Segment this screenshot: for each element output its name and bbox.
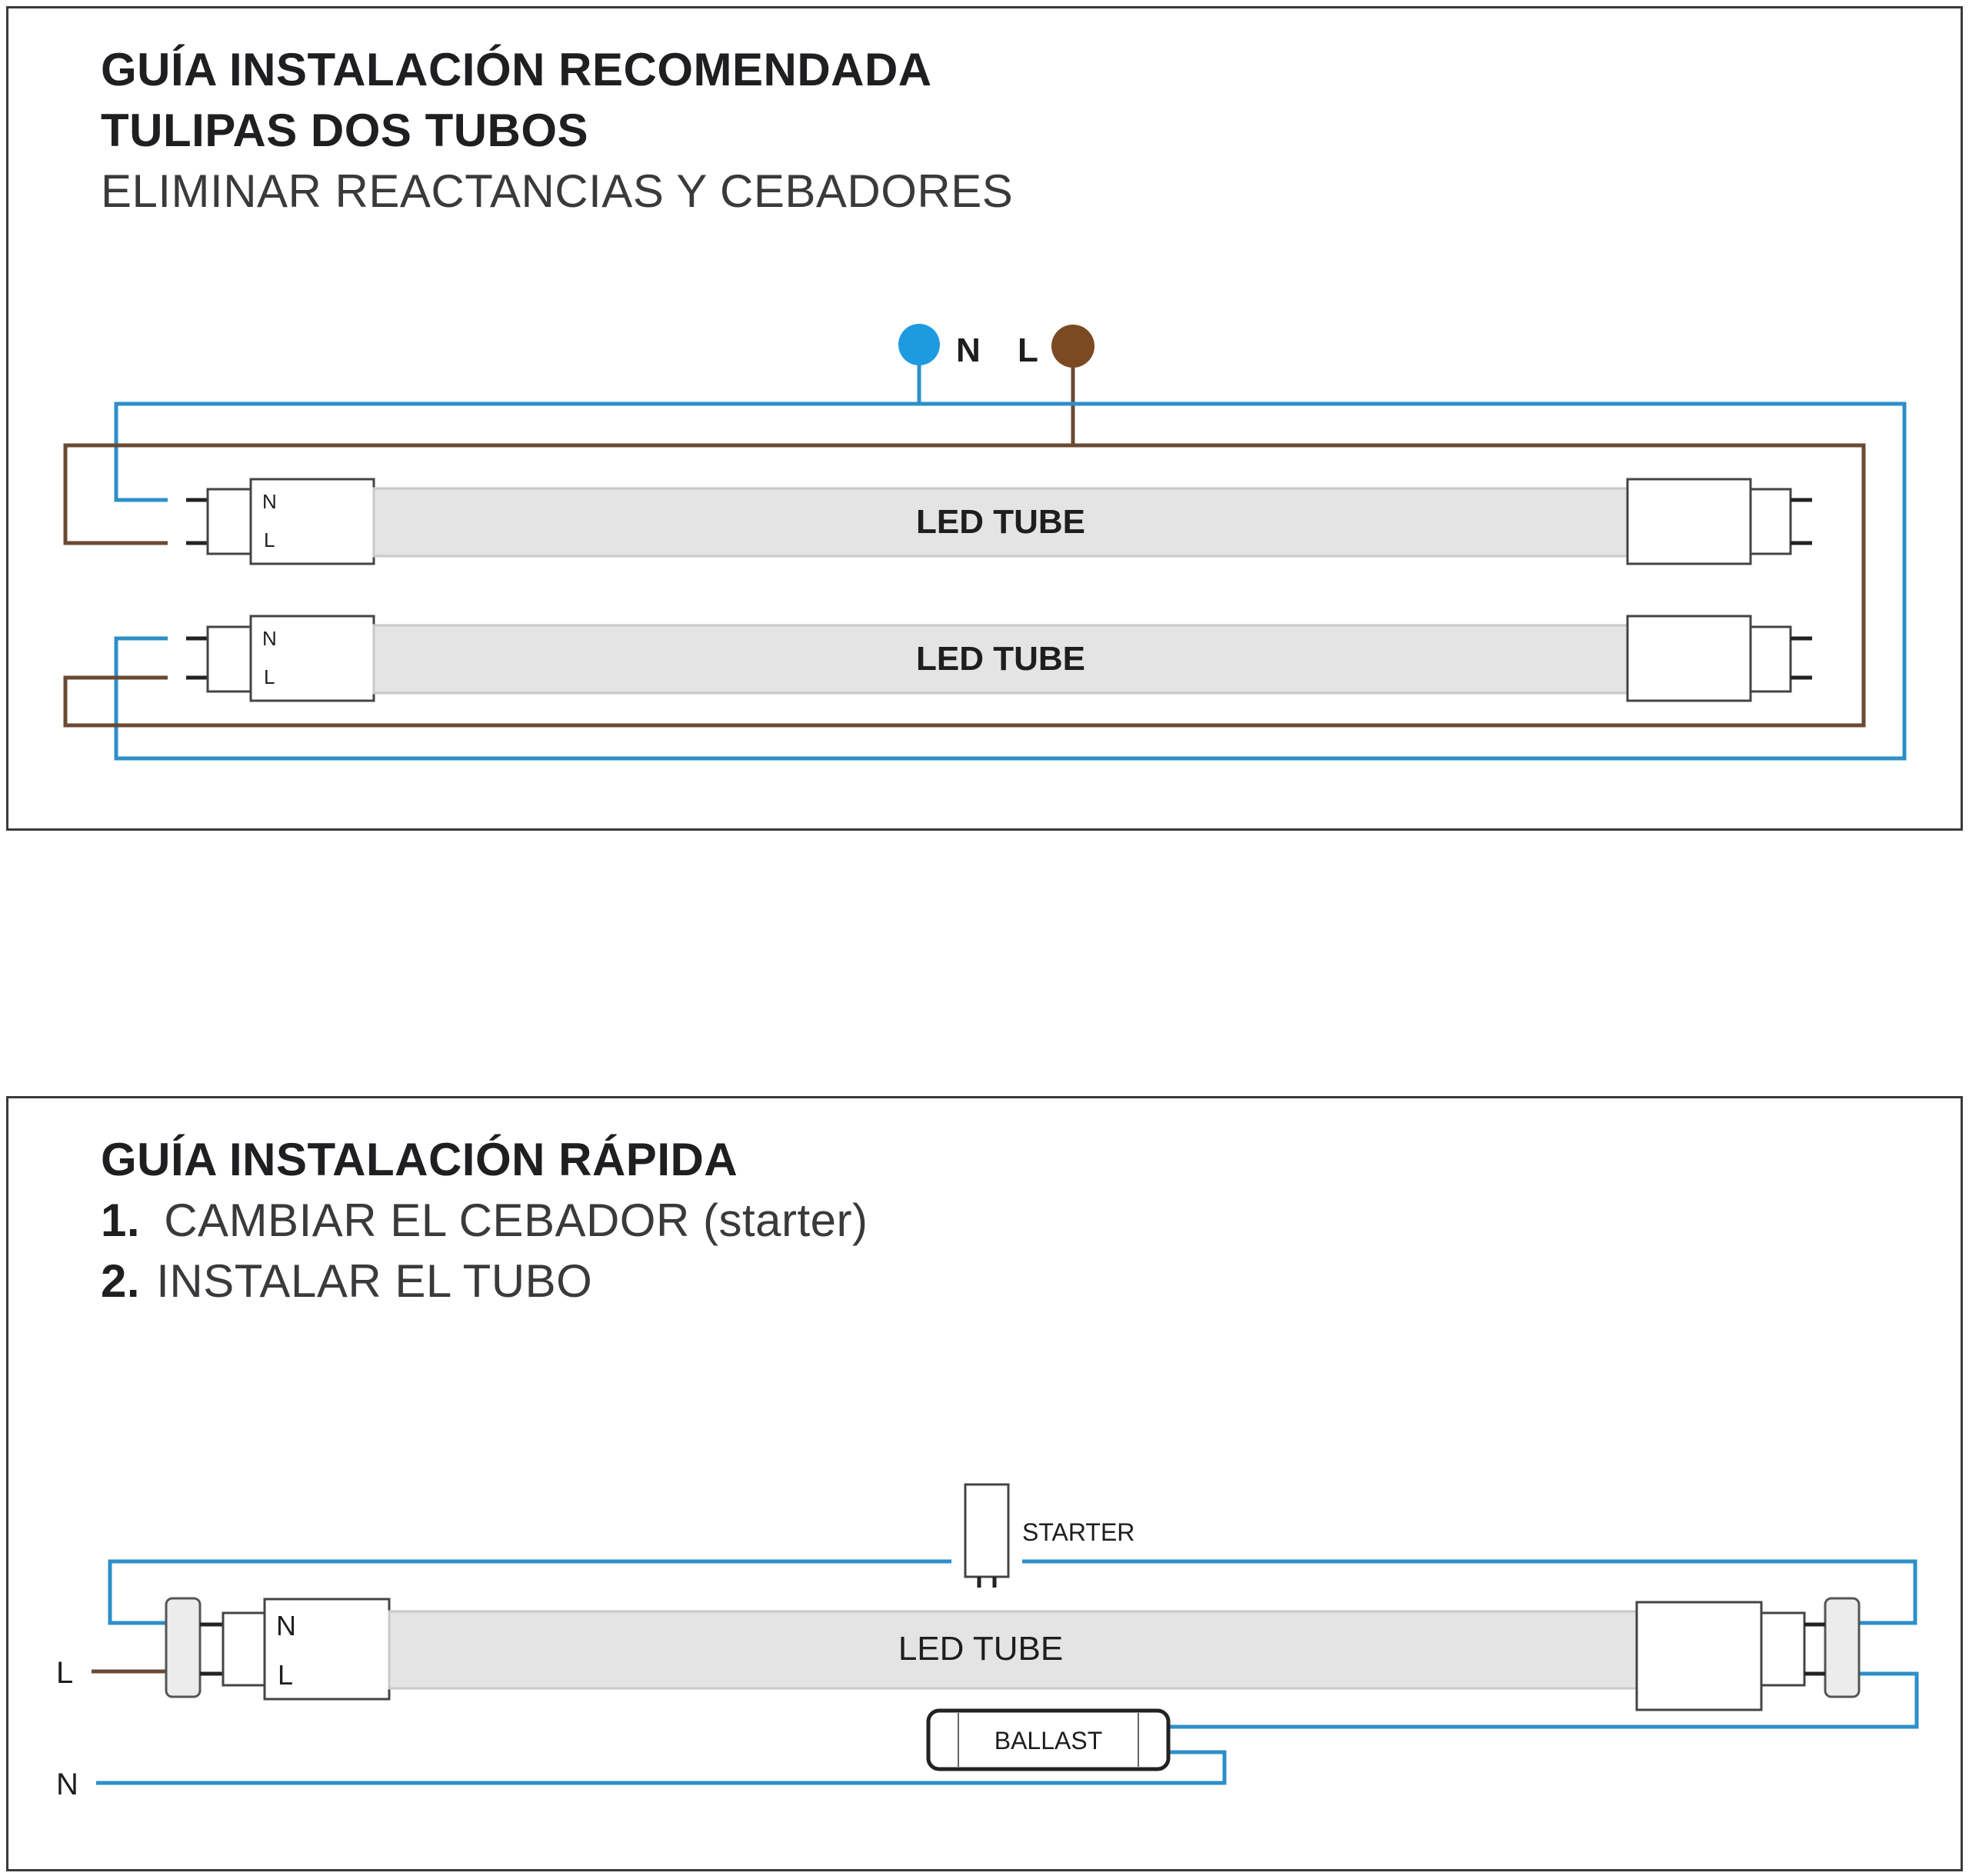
neutral-terminal-label: N — [956, 332, 981, 369]
recommended-title-line1: GUÍA INSTALACIÓN RECOMENDADA — [101, 44, 932, 95]
ballast-to-tube-wire — [1168, 1671, 1919, 1729]
single-tube-wiring-diagram: STARTER L N N L LED TUBE — [56, 1483, 1919, 1801]
tube1-right-pin-block — [1749, 488, 1792, 555]
line-l-label: L — [56, 1656, 73, 1690]
recommended-installation-panel: GUÍA INSTALACIÓN RECOMENDADA TULIPAS DOS… — [6, 6, 1963, 831]
starter: STARTER — [964, 1483, 1134, 1588]
starter-body — [964, 1483, 1010, 1578]
recommended-subtitle: ELIMINAR REACTANCIAS Y CEBADORES — [101, 165, 1014, 217]
tube2-body — [372, 624, 1629, 695]
left-lamp-holder — [165, 1597, 202, 1698]
live-wire-loop — [63, 443, 1866, 728]
tube2-left-pin-block — [206, 625, 252, 693]
starter-left-wire — [108, 1559, 951, 1625]
neutral-terminal-dot — [898, 324, 940, 365]
step-2-number: 2. — [101, 1255, 141, 1307]
tube-label: LED TUBE — [898, 1630, 1063, 1668]
step-1: 1. CAMBIAR EL CEBADOR (starter) — [101, 1190, 868, 1251]
quick-installation-panel: GUÍA INSTALACIÓN RÁPIDA 1. CAMBIAR EL CE… — [6, 1096, 1963, 1871]
tube-right-endcap — [1635, 1601, 1763, 1711]
starter-right-wire — [1022, 1559, 1917, 1625]
led-tube-2: N L LED TUBE — [186, 615, 1812, 702]
right-lamp-holder — [1824, 1597, 1861, 1698]
neutral-wire-loop — [114, 402, 1907, 761]
tube-cap-n-label: N — [276, 1610, 296, 1641]
tube2-right-endcap — [1626, 615, 1752, 702]
step-1-text: CAMBIAR EL CEBADOR (starter) — [164, 1195, 868, 1246]
tube2-cap-l-label: L — [264, 665, 275, 688]
ballast: BALLAST — [926, 1708, 1171, 1771]
tube1-left-pin-block — [206, 488, 252, 555]
tube-body — [388, 1610, 1644, 1690]
tube2-label: LED TUBE — [916, 640, 1085, 678]
tube-cap-l-label: L — [278, 1659, 293, 1691]
step-1-number: 1. — [101, 1195, 141, 1246]
tube2-right-pin-block — [1749, 625, 1792, 693]
led-tube: N L LED TUBE — [200, 1598, 1825, 1711]
starter-label: STARTER — [1022, 1518, 1134, 1546]
step-2: 2. INSTALAR EL TUBO — [101, 1251, 592, 1312]
step-2-text: INSTALAR EL TUBO — [156, 1255, 593, 1307]
neutral-line-wire — [96, 1750, 1227, 1785]
line-n-label: N — [56, 1768, 78, 1801]
live-terminal-label: L — [1018, 332, 1038, 369]
tube2-cap-n-label: N — [262, 627, 277, 650]
tube-left-pin-block — [222, 1611, 266, 1687]
quick-title: GUÍA INSTALACIÓN RÁPIDA — [101, 1134, 738, 1185]
led-tube-1: N L LED TUBE — [186, 478, 1812, 565]
live-terminal-dot — [1051, 325, 1094, 368]
two-tube-wiring-diagram: N L N L LED TUBE N — [63, 324, 1907, 761]
tube-right-pin-block — [1760, 1611, 1806, 1687]
tube1-label: LED TUBE — [916, 503, 1085, 541]
tube1-cap-l-label: L — [264, 528, 275, 551]
recommended-title-line2: TULIPAS DOS TUBOS — [101, 105, 589, 156]
ballast-label: BALLAST — [994, 1727, 1103, 1754]
tube1-right-endcap — [1626, 478, 1752, 565]
tube1-cap-n-label: N — [262, 490, 277, 513]
ballast-body — [926, 1708, 1171, 1771]
